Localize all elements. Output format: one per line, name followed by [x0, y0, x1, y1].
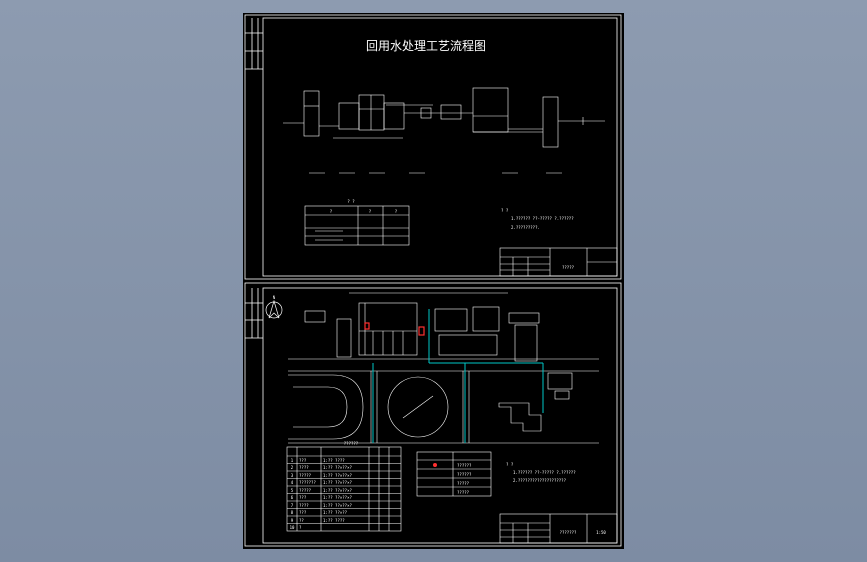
legend-heading: ? ?	[347, 199, 355, 204]
table-row-9-no: 9	[291, 518, 294, 523]
bottom-notes-heading: ? ?	[506, 462, 514, 467]
north-label: N	[273, 295, 276, 300]
red-markers	[364, 322, 425, 336]
table-row-1-spec: 1:?? ????	[323, 458, 345, 463]
pipe-lines	[372, 309, 544, 443]
legend-row-2: ??????	[457, 472, 472, 477]
bottom-titleblock-name: ???????	[560, 530, 577, 535]
cad-drawing: 回用水处理工艺流程图 ? ?	[244, 14, 622, 547]
table-row-6-name: ???	[299, 495, 307, 500]
table-row-3-no: 3	[291, 473, 294, 478]
process-flow-section	[283, 87, 605, 148]
table-row-2-name: ????	[299, 465, 309, 470]
table-row-7-no: 7	[291, 503, 294, 508]
table-row-4-name: ???????	[299, 480, 316, 485]
bottom-inner-frame	[262, 287, 618, 544]
table-row-6-spec: 1:?? ??×??×?	[323, 495, 352, 500]
table-row-8-name: ???	[299, 510, 307, 515]
table-row-4-no: 4	[291, 480, 294, 485]
table-row-9-name: ??	[299, 518, 304, 523]
legend-header-3: ?	[395, 209, 398, 214]
equipment-table-caption: ??????	[344, 441, 359, 446]
table-row-6-no: 6	[291, 495, 294, 500]
table-row-5-spec: 1:?? ??×??×?	[323, 488, 352, 493]
table-row-7-name: ????	[299, 503, 309, 508]
legend-row-3: ?????	[457, 481, 470, 486]
top-legend-table	[304, 205, 410, 246]
table-row-8-no: 8	[291, 510, 294, 515]
top-title-block	[499, 247, 618, 277]
top-frame	[244, 14, 622, 280]
legend-row-1: ??????	[457, 463, 472, 468]
top-note-1: 1.?????? ??-????? ?.??????	[511, 216, 574, 221]
table-row-5-name: ?????	[299, 488, 312, 493]
table-row-3-name: ?????	[299, 473, 312, 478]
table-row-5-no: 5	[291, 488, 294, 493]
legend-header-1: ?	[330, 209, 333, 214]
bottom-scale: 1:50	[596, 530, 606, 535]
bottom-note-2: 2.????????????????????	[513, 478, 567, 483]
table-row-1-name: ???	[299, 458, 307, 463]
table-row-10-name: ?	[299, 525, 302, 530]
drawing-sheet: 回用水处理工艺流程图 ? ?	[243, 13, 624, 549]
bottom-title-block	[499, 513, 618, 544]
drawing-title: 回用水处理工艺流程图	[366, 38, 486, 53]
equipment-table	[286, 446, 402, 532]
bottom-note-1: 1.?????? ??-????? ?.??????	[513, 470, 576, 475]
table-row-10-no: 10	[290, 525, 295, 530]
top-notes-heading: ? ?	[501, 208, 509, 213]
table-row-2-no: 2	[291, 465, 294, 470]
top-titleblock-name: ?????	[562, 265, 575, 270]
table-row-1-no: 1	[291, 458, 294, 463]
table-row-8-spec: 1:?? ??×??	[323, 510, 348, 515]
table-row-3-spec: 1:?? ??×??×?	[323, 473, 352, 478]
table-row-4-spec: 1:?? ??×??×?	[323, 480, 352, 485]
bottom-legend-table	[416, 451, 492, 497]
top-note-2: 2.?????????.	[511, 225, 540, 230]
legend-header-2: ?	[369, 209, 372, 214]
table-row-2-spec: 1:?? ??×??×?	[323, 465, 352, 470]
top-inner-frame	[262, 17, 618, 277]
bottom-frame	[244, 282, 622, 547]
north-arrow-icon	[265, 299, 283, 319]
legend-row-4: ?????	[457, 490, 470, 495]
legend-red-symbol-icon	[433, 463, 437, 467]
table-row-9-spec: 1:?? ????	[323, 518, 345, 523]
table-row-7-spec: 1:?? ??×??×?	[323, 503, 352, 508]
site-plan	[288, 292, 599, 444]
